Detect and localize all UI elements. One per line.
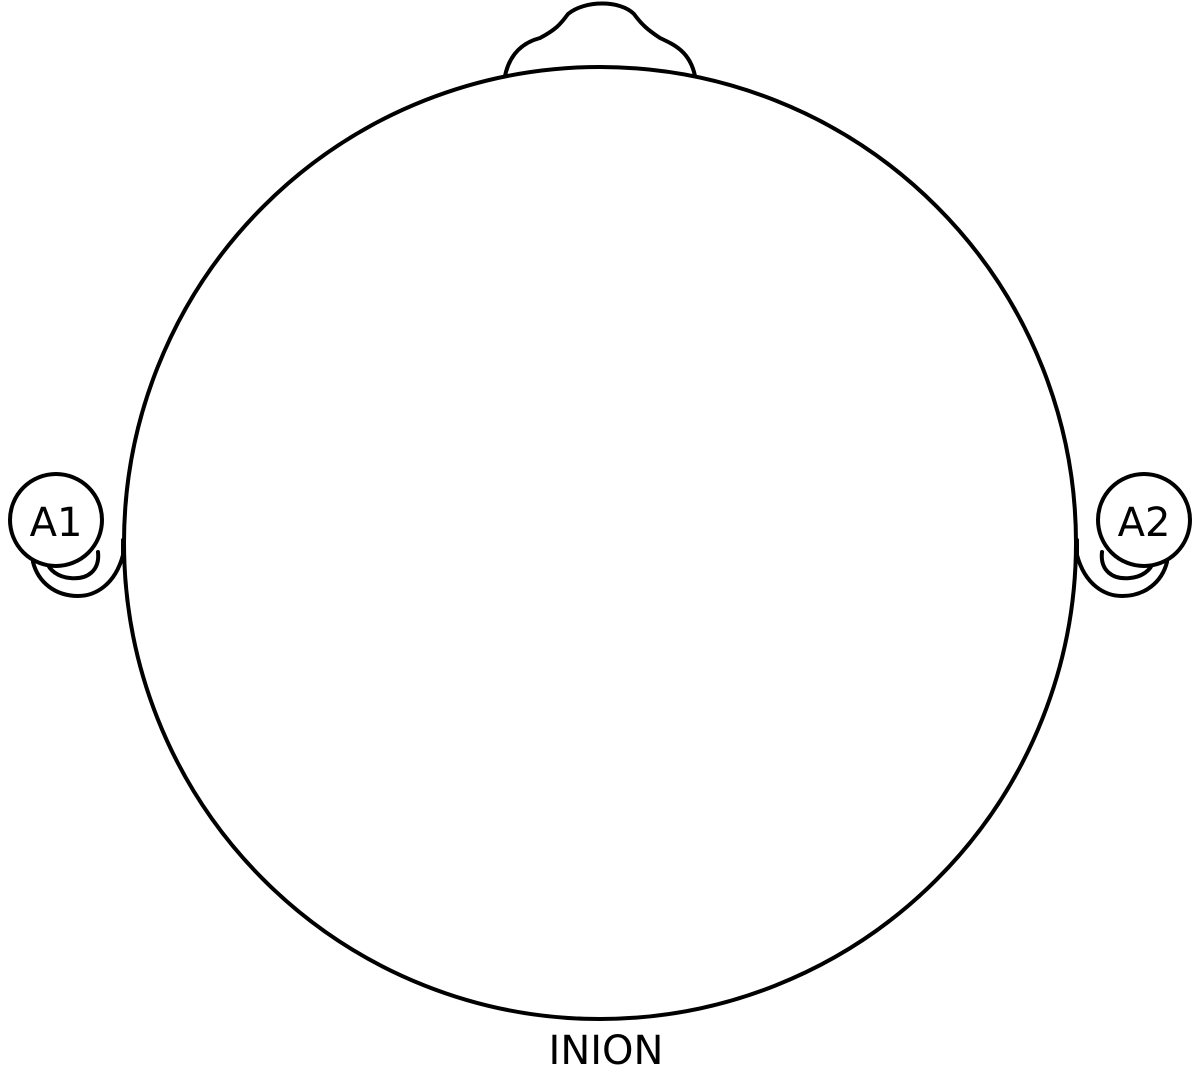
- left-ear-lobe: [31, 538, 125, 598]
- electrode-a1: [8, 472, 104, 568]
- electrode-a2: [1096, 472, 1192, 568]
- electrode-a2-label: A2: [1118, 500, 1171, 546]
- right-ear-lobe: [1075, 538, 1169, 598]
- inion-label: INION: [549, 1028, 664, 1073]
- left-ear-inner: [45, 550, 101, 581]
- right-ear-inner: [1099, 550, 1155, 581]
- right-ear: A2: [1075, 472, 1192, 598]
- electrode-a1-label: A1: [30, 500, 83, 546]
- head-outline: [122, 65, 1078, 1021]
- left-ear: A1: [8, 472, 125, 598]
- nose-outline: [503, 1, 697, 78]
